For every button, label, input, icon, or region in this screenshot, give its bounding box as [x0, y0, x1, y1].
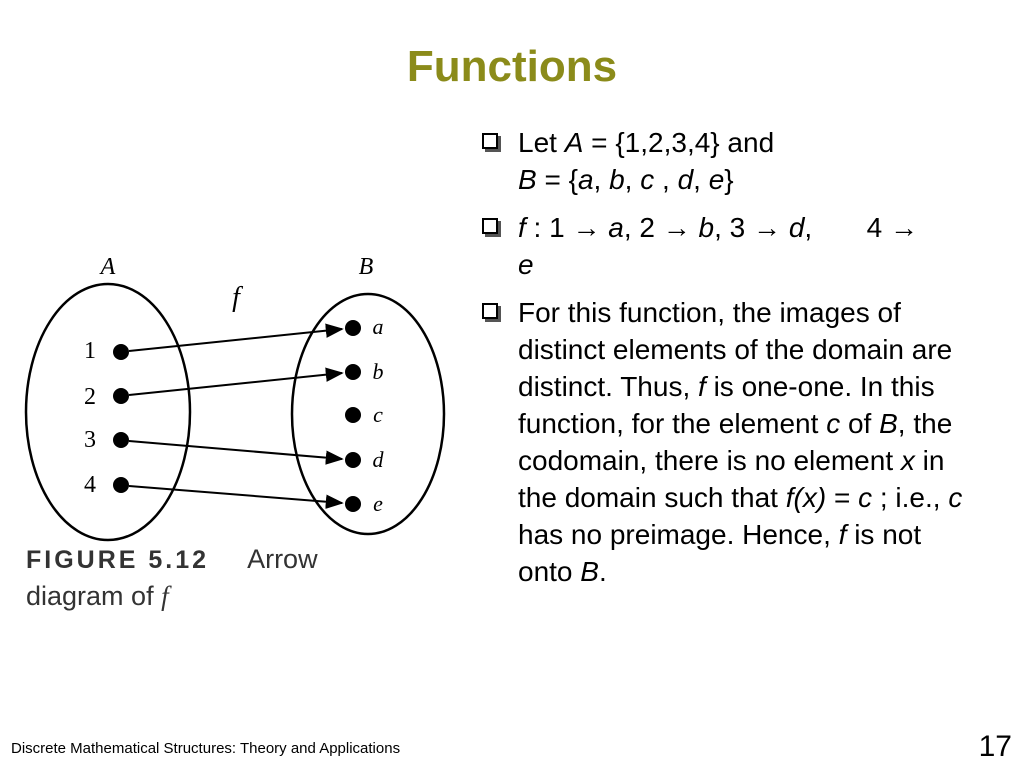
svg-text:d: d [373, 447, 385, 472]
set-a-label: A [99, 254, 116, 280]
arrow-diagram: A B f 1 2 3 4 a b c d e [24, 254, 446, 542]
domain-element-1: 1 [84, 338, 129, 364]
codomain-element-b: b [345, 359, 384, 384]
svg-text:b: b [373, 359, 384, 384]
figure-number: FIGURE 5.12 [26, 546, 210, 574]
arrow-1-to-a [128, 323, 344, 352]
arrow-3-to-d [128, 440, 344, 465]
function-label: f [232, 282, 243, 313]
page-number: 17 [978, 730, 1012, 763]
caption-line2: diagram of [26, 581, 154, 611]
bullet-explanation: For this function, the images of distinc… [482, 294, 982, 590]
svg-text:3: 3 [84, 427, 96, 453]
arrow-2-to-b [128, 367, 344, 396]
bullet-text: f : 1 → a, 2 → b, 3 → d, 4 → e [518, 212, 926, 280]
slide-title: Functions [406, 42, 618, 91]
bullet-text: For this function, the images of distinc… [518, 297, 963, 587]
svg-text:c: c [373, 402, 383, 427]
domain-element-4: 4 [84, 472, 129, 498]
checkbox-bullet-icon [482, 303, 498, 319]
codomain-element-c: c [345, 402, 383, 427]
set-a-ellipse [24, 282, 192, 542]
svg-text:2: 2 [84, 384, 96, 410]
codomain-element-a: a [345, 314, 384, 339]
domain-element-3: 3 [84, 427, 129, 453]
slide-footer: Discrete Mathematical Structures: Theory… [11, 740, 401, 757]
svg-text:a: a [373, 314, 384, 339]
set-b-label: B [359, 254, 374, 280]
figure-caption: FIGURE 5.12 Arrow diagram of f [26, 544, 318, 612]
svg-text:e: e [373, 491, 383, 516]
checkbox-bullet-icon [482, 133, 498, 149]
caption-word: Arrow [247, 544, 318, 574]
checkbox-bullet-icon [482, 218, 498, 234]
arrow-4-to-e [128, 485, 344, 509]
domain-element-2: 2 [84, 384, 129, 410]
svg-text:1: 1 [84, 338, 96, 364]
set-b-ellipse [290, 292, 446, 536]
caption-symbol: f [161, 581, 169, 611]
bullet-mapping: f : 1 → a, 2 → b, 3 → d, 4 → e [482, 209, 982, 283]
codomain-element-e: e [345, 491, 383, 516]
svg-text:4: 4 [84, 472, 96, 498]
codomain-element-d: d [345, 447, 385, 472]
